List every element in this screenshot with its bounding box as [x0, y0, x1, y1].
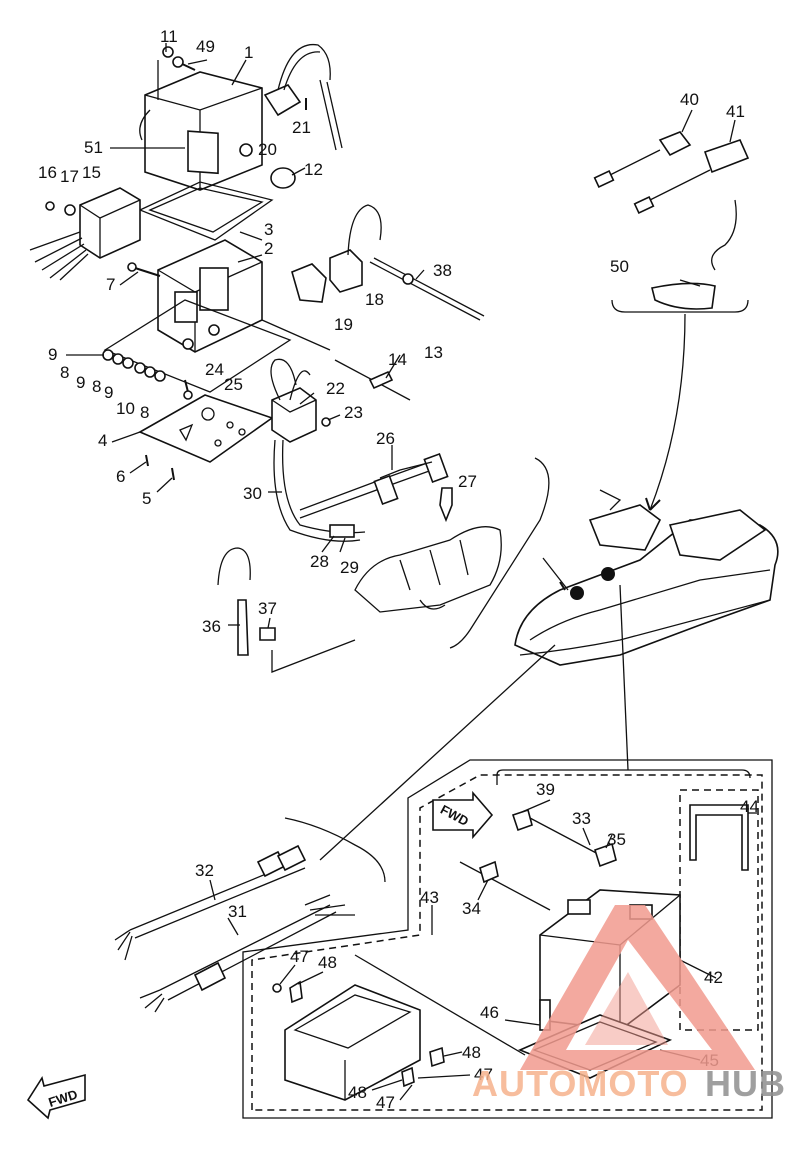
- callout-30: 30: [243, 484, 262, 503]
- callout-5: 5: [142, 489, 151, 508]
- callout-51: 51: [84, 138, 103, 157]
- callout-15: 15: [82, 163, 101, 182]
- callout-8c: 8: [140, 403, 149, 422]
- callout-40: 40: [680, 90, 699, 109]
- callout-20: 20: [258, 140, 277, 159]
- callout-1: 1: [244, 43, 253, 62]
- callout-48b: 48: [462, 1043, 481, 1062]
- automotohub-watermark: AUTOMOTO HUB: [472, 905, 786, 1104]
- callout-3: 3: [264, 220, 273, 239]
- callout-19: 19: [334, 315, 353, 334]
- callout-28: 28: [310, 552, 329, 571]
- callout-33: 33: [572, 809, 591, 828]
- callout-48c: 48: [348, 1083, 367, 1102]
- callout-24: 24: [205, 360, 224, 379]
- callout-12: 12: [304, 160, 323, 179]
- electrical-box-assembly: [29, 43, 550, 673]
- callout-2: 2: [264, 239, 273, 258]
- callout-49: 49: [196, 37, 215, 56]
- callout-23: 23: [344, 403, 363, 422]
- watermark-logo-icon: [520, 905, 755, 1070]
- callout-16: 16: [38, 163, 57, 182]
- callout-44: 44: [740, 797, 759, 816]
- callout-36: 36: [202, 617, 221, 636]
- callout-32: 32: [195, 861, 214, 880]
- callout-17: 17: [60, 167, 79, 186]
- callout-47a: 47: [290, 947, 309, 966]
- watermark-text-automoto: AUTOMOTO: [472, 1063, 689, 1104]
- callout-41: 41: [726, 102, 745, 121]
- watermark-text-hub: HUB: [705, 1063, 786, 1104]
- callout-21: 21: [292, 118, 311, 137]
- callout-50: 50: [610, 257, 629, 276]
- callout-25: 25: [224, 375, 243, 394]
- callout-9c: 9: [104, 383, 113, 402]
- callout-47c: 47: [376, 1093, 395, 1112]
- callout-13: 13: [424, 343, 443, 362]
- callout-48a: 48: [318, 953, 337, 972]
- callout-11: 11: [160, 27, 178, 46]
- callout-43: 43: [420, 888, 439, 907]
- callout-labels: 11 49 1 51 20 21 12 16 17 15 3 2 7 9 8 9…: [38, 27, 759, 1112]
- callout-39: 39: [536, 780, 555, 799]
- callout-27: 27: [458, 472, 477, 491]
- callout-7: 7: [106, 275, 115, 294]
- callout-8b: 8: [92, 377, 101, 396]
- hull-and-switches: [319, 131, 779, 861]
- callout-10: 10: [116, 399, 135, 418]
- callout-9b: 9: [76, 373, 85, 392]
- callout-34: 34: [462, 899, 481, 918]
- callout-9a: 9: [48, 345, 57, 364]
- callout-6: 6: [116, 467, 125, 486]
- callout-42: 42: [704, 968, 723, 987]
- callout-8a: 8: [60, 363, 69, 382]
- callout-26: 26: [376, 429, 395, 448]
- callout-4: 4: [98, 431, 107, 450]
- callout-47b: 47: [474, 1065, 493, 1084]
- callout-38: 38: [433, 261, 452, 280]
- callout-35: 35: [607, 830, 626, 849]
- callout-46: 46: [480, 1003, 499, 1022]
- callout-29: 29: [340, 558, 359, 577]
- callout-31: 31: [228, 902, 247, 921]
- callout-22: 22: [326, 379, 345, 398]
- callout-18: 18: [365, 290, 384, 309]
- leader-lines: [66, 43, 757, 1101]
- callout-14: 14: [388, 350, 407, 369]
- callout-37: 37: [258, 599, 277, 618]
